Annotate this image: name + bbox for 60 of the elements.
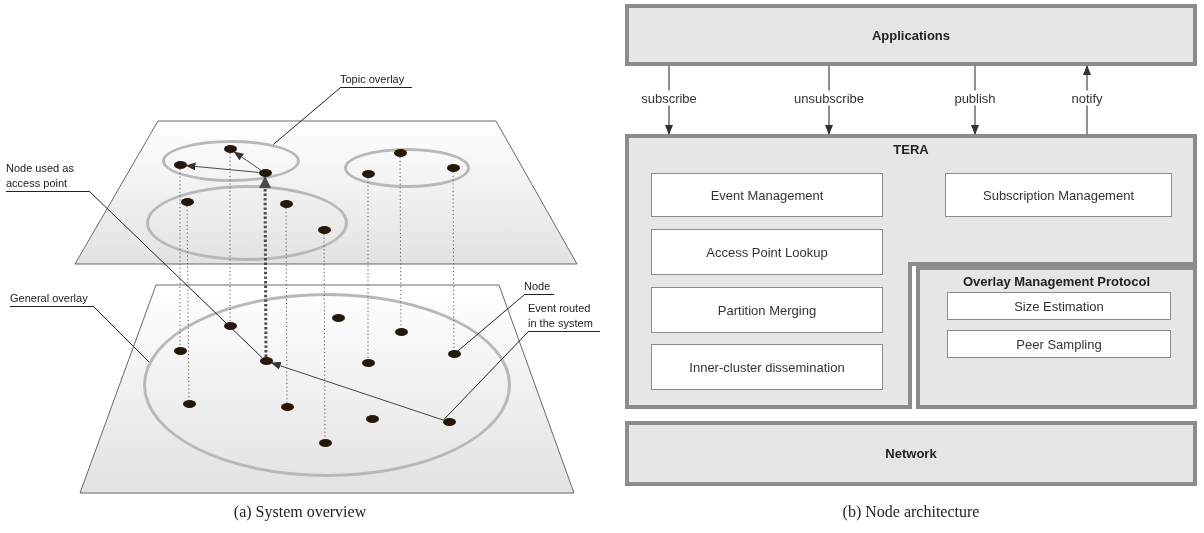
event-arrow bbox=[233, 151, 262, 171]
callout-label: Node used as access point bbox=[6, 161, 90, 192]
network-layer-box: Network bbox=[625, 421, 1197, 486]
leader-line bbox=[272, 87, 341, 145]
event-arrow bbox=[259, 176, 272, 357]
figure-caption: (a) System overview bbox=[233, 503, 367, 521]
callout-label: General overlay bbox=[10, 291, 94, 307]
node-dot bbox=[279, 200, 293, 208]
leader-line bbox=[443, 331, 529, 421]
callout-label: Topic overlay bbox=[340, 72, 412, 88]
node-dot bbox=[365, 415, 379, 423]
node-dot bbox=[259, 357, 273, 365]
node-dot bbox=[182, 400, 196, 408]
event-arrow bbox=[270, 361, 444, 421]
protocol-layer-box bbox=[916, 266, 1197, 409]
node-dot bbox=[180, 198, 194, 206]
node-dot bbox=[442, 418, 456, 426]
callout-label: Node bbox=[524, 279, 554, 295]
node-dot bbox=[280, 403, 294, 411]
overlay-ellipse bbox=[344, 148, 470, 188]
module-box: Peer Sampling bbox=[947, 330, 1171, 358]
application-layer-box: Applications bbox=[625, 4, 1197, 66]
module-box: Subscription Management bbox=[945, 173, 1172, 217]
box-title: Overlay Management Protocol bbox=[961, 274, 1152, 289]
leader-line bbox=[457, 294, 525, 352]
figure-caption: (b) Node architecture bbox=[842, 503, 980, 521]
projection-line bbox=[285, 207, 288, 404]
node-dot bbox=[223, 145, 237, 153]
projection-line bbox=[367, 177, 369, 360]
node-dot bbox=[317, 226, 331, 234]
node-dot bbox=[173, 347, 187, 355]
node-dot bbox=[393, 149, 407, 157]
projection-line bbox=[229, 152, 231, 323]
node-dot bbox=[318, 439, 332, 447]
node-dot bbox=[361, 359, 375, 367]
node-dot bbox=[223, 322, 237, 330]
node-dot bbox=[447, 350, 461, 358]
module-box: Inner-cluster dissemination bbox=[651, 344, 883, 390]
callout-label: Event routed in the system bbox=[528, 301, 600, 332]
node-dot bbox=[173, 161, 187, 169]
node-dot bbox=[394, 328, 408, 336]
overlay-ellipse bbox=[143, 293, 511, 477]
node-dot bbox=[446, 164, 460, 172]
module-box: Access Point Lookup bbox=[651, 229, 883, 275]
module-box: Size Estimation bbox=[947, 292, 1171, 320]
node-dot bbox=[331, 314, 345, 322]
leader-line bbox=[93, 306, 150, 363]
node-dot bbox=[361, 170, 375, 178]
overlay-ellipse bbox=[162, 140, 300, 182]
projection-line bbox=[452, 171, 455, 351]
projection-line bbox=[179, 168, 181, 348]
box-title: TERA bbox=[892, 142, 930, 157]
event-arrow bbox=[185, 162, 260, 173]
projection-line bbox=[323, 233, 326, 440]
overlay-ellipse bbox=[146, 185, 348, 261]
module-box: Event Management bbox=[651, 173, 883, 217]
edge-label: subscribe bbox=[638, 90, 700, 106]
module-box: Partition Merging bbox=[651, 287, 883, 333]
node-dot bbox=[258, 169, 272, 177]
leader-line bbox=[89, 191, 263, 359]
